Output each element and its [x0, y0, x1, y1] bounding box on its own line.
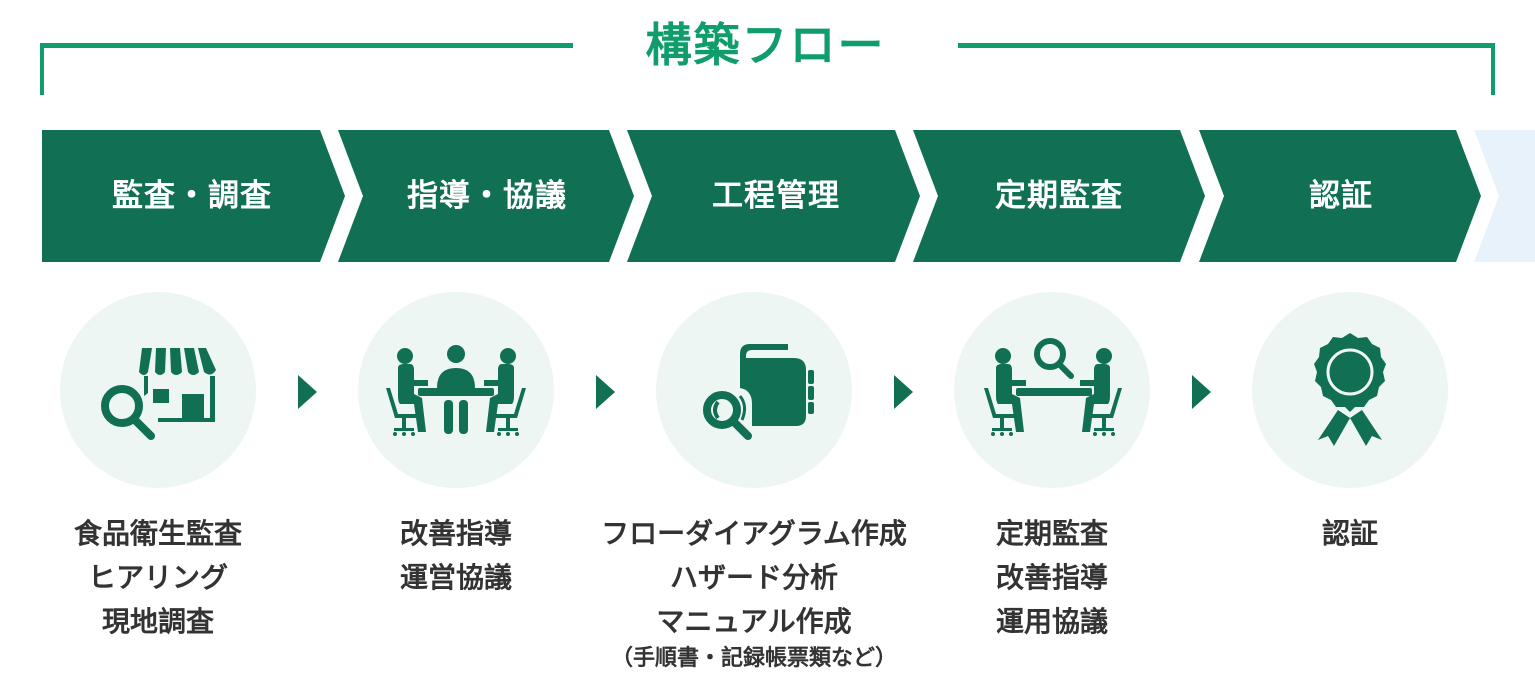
step-label-certification: 認証 — [1309, 178, 1373, 214]
process-banner — [0, 130, 1535, 263]
chevron-step-5 — [1199, 130, 1481, 262]
award-ribbon-icon — [1314, 333, 1386, 446]
step-4-icon-circle — [954, 292, 1150, 488]
detail-line: 現地調査 — [101, 605, 214, 638]
detail-line: 改善指導 — [995, 561, 1108, 594]
step-1-icon-circle — [60, 292, 256, 488]
flow-arrow-1 — [298, 375, 317, 409]
detail-line: ハザード分析 — [669, 561, 838, 594]
step-3-icon-circle — [656, 292, 852, 488]
detail-line: 認証 — [1321, 517, 1378, 550]
step-2-details: 改善指導 運営協議 — [338, 512, 574, 600]
chevron-step-4 — [913, 130, 1205, 262]
flow-arrow-4 — [1192, 375, 1211, 409]
meeting-table-icon — [386, 345, 526, 436]
detail-line: 運営協議 — [399, 561, 512, 594]
step-label-guidance: 指導・協議 — [407, 178, 567, 214]
step-label-periodic-audit: 定期監査 — [995, 178, 1123, 214]
page-title: 構築フロー — [645, 18, 886, 72]
detail-line: 定期監査 — [995, 517, 1108, 550]
manual-search-icon — [703, 344, 814, 440]
step-1-details: 食品衛生監査 ヒアリング 現地調査 — [40, 512, 276, 644]
detail-line: 運用協議 — [995, 605, 1108, 638]
detail-line: 改善指導 — [399, 517, 512, 550]
store-search-icon — [101, 348, 216, 440]
step-label-audit: 監査・調査 — [112, 178, 272, 214]
flow-arrow-2 — [596, 375, 615, 409]
detail-line: フローダイアグラム作成 — [601, 517, 907, 550]
step-5-details: 認証 — [1232, 512, 1468, 556]
step-4-details: 定期監査 改善指導 運用協議 — [934, 512, 1170, 644]
detail-note: （手順書・記録帳票類など） — [610, 646, 897, 671]
chevron-step-1 — [42, 130, 345, 262]
consultation-search-icon — [984, 338, 1122, 436]
header-bracket-left — [40, 43, 573, 95]
header-bracket-right — [958, 43, 1495, 95]
chevron-step-3 — [627, 130, 920, 262]
detail-line: マニュアル作成 — [656, 605, 852, 638]
detail-line: ヒアリング — [87, 561, 228, 594]
step-5-icon-circle — [1252, 292, 1448, 488]
step-3-details: フローダイアグラム作成 ハザード分析 マニュアル作成 （手順書・記録帳票類など） — [574, 512, 934, 674]
chevron-next-placeholder — [1474, 130, 1535, 262]
flow-arrow-3 — [894, 375, 913, 409]
step-label-process-control: 工程管理 — [712, 178, 840, 214]
chevron-step-2 — [338, 130, 634, 262]
step-2-icon-circle — [358, 292, 554, 488]
detail-line: 食品衛生監査 — [73, 517, 242, 550]
